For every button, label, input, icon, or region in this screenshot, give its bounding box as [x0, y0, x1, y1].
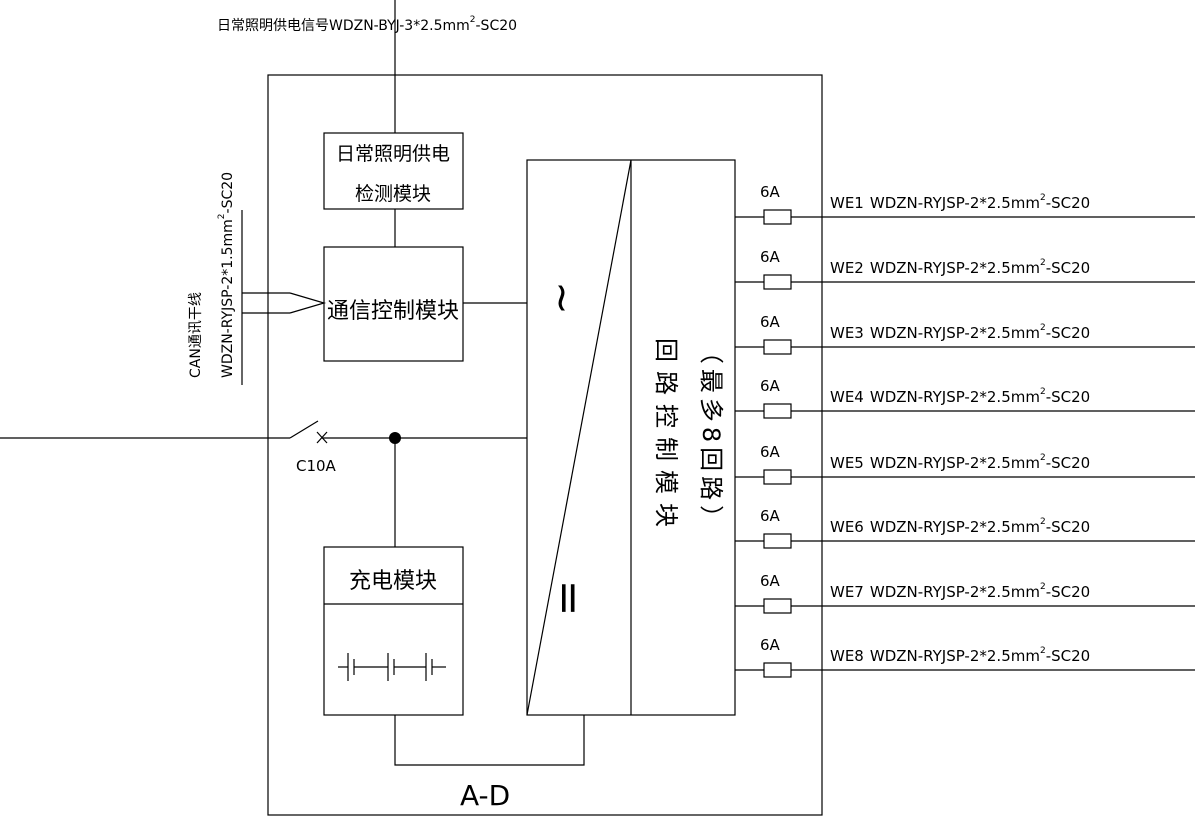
circuit-6-fuse [763, 533, 792, 549]
circuit-4-fuse [763, 403, 792, 419]
can-bus-arrow [289, 292, 327, 314]
circuit-1-fuse [763, 209, 792, 225]
inverter-diagonal [526, 159, 632, 716]
circuit-3-fuse-rating: 6A [760, 313, 781, 331]
loop-control-note: （最多8回路） [697, 340, 725, 534]
breaker-label: C10A [296, 457, 337, 475]
circuit-7-fuse-rating: 6A [760, 572, 781, 590]
circuit-5-fuse-rating: 6A [760, 443, 781, 461]
circuit-2-fuse-rating: 6A [760, 248, 781, 266]
panel-label: A-D [460, 779, 510, 812]
charging-module [323, 546, 464, 716]
circuit-2-fuse [763, 274, 792, 290]
circuit-8-fuse [763, 662, 792, 678]
battery-icon [338, 653, 446, 681]
inverter-ac-symbol: ~ [538, 281, 584, 315]
can-bus-label: CAN通讯干线 [188, 292, 204, 378]
loop-control-label: 回路控制模块 [652, 338, 680, 536]
panel-enclosure [267, 74, 823, 816]
signal-feeder-label: 日常照明供电信号WDZN-BYJ-3*2.5mm2-SC20 [217, 15, 517, 34]
inverter-dc-symbol: = [542, 580, 593, 617]
detection-module-line1: 日常照明供电 [336, 143, 450, 165]
can-bus-cable: WDZN-RYJSP-2*1.5mm2-SC20 [217, 172, 236, 378]
circuit-5-fuse [763, 469, 792, 485]
comm-control-module-label: 通信控制模块 [327, 299, 459, 324]
comm-control-module [323, 246, 464, 362]
detection-module-line2: 检测模块 [355, 183, 431, 205]
circuit-8-fuse-rating: 6A [760, 636, 781, 654]
circuit-6-fuse-rating: 6A [760, 507, 781, 525]
charger-to-inverter-line [394, 715, 585, 766]
circuit-1-fuse-rating: 6A [760, 183, 781, 201]
breaker-contact [289, 420, 319, 439]
circuit-4-fuse-rating: 6A [760, 377, 781, 395]
circuit-3-fuse [763, 339, 792, 355]
charging-module-label: 充电模块 [349, 569, 437, 594]
circuit-7-fuse [763, 598, 792, 614]
detection-module [323, 132, 464, 210]
